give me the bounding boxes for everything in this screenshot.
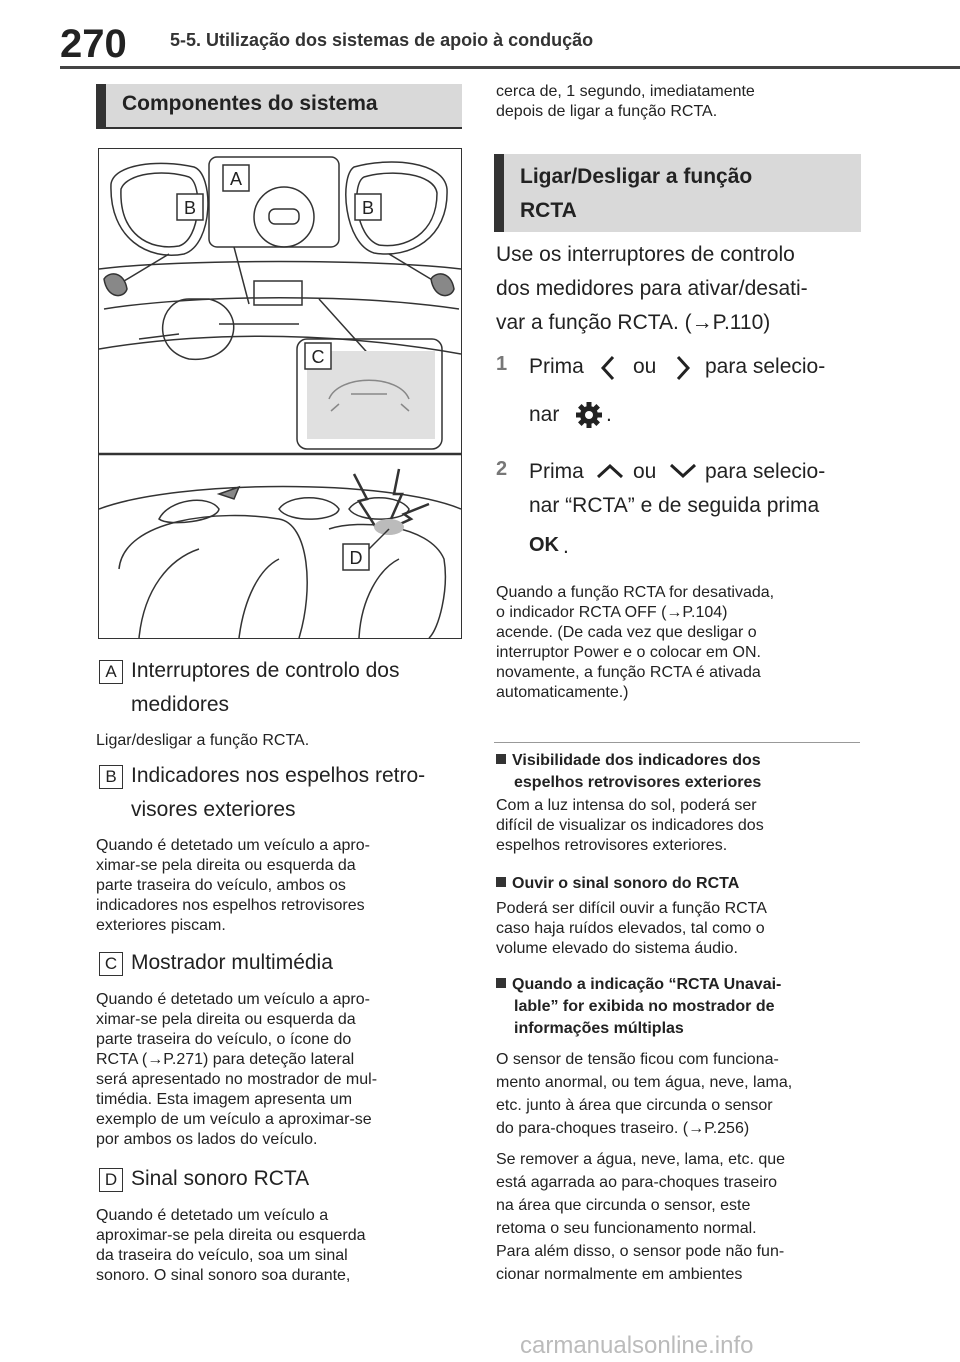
step-1-period: . <box>606 403 612 426</box>
rcta-off-note: Quando a função RCTA for desativada, o i… <box>496 584 775 701</box>
step-2-text-nar: nar “RCTA” e de seguida prima <box>529 494 820 517</box>
page-number: 270 <box>60 22 127 66</box>
steering-switch-drawing <box>208 156 340 248</box>
note-visibility: Visibilidade dos indicadores dos espelho… <box>496 752 764 854</box>
svg-text:D: D <box>350 548 363 568</box>
watermark: carmanualsonline.info <box>520 1332 754 1359</box>
step-2-period: . <box>563 535 569 558</box>
rcta-intro: Use os interruptores de controlo dos med… <box>496 243 808 334</box>
item-a-title-line2: medidores <box>131 693 230 716</box>
chevron-down-icon <box>669 463 697 479</box>
svg-text:A: A <box>230 169 242 189</box>
step-2-text-select: para selecio- <box>705 460 826 483</box>
item-b-title-line1: Indicadores nos espelhos retro- <box>131 764 426 787</box>
note-rcta-unavailable: Quando a indicação “RCTA Unavai- lable” … <box>496 976 793 1283</box>
step-1-text-select: para selecio- <box>705 355 826 378</box>
square-bullet-icon <box>496 978 506 988</box>
item-d-body: Quando é detetado um veículo a aproximar… <box>96 1207 366 1284</box>
step-1-text-nar: nar <box>529 403 560 426</box>
item-a-badge: A <box>99 660 123 684</box>
section-heading-components: Componentes do sistema <box>96 84 462 128</box>
chevron-up-icon <box>596 463 624 479</box>
right-mirror-drawing <box>345 161 448 255</box>
components-figure: A B B C D <box>98 148 462 639</box>
svg-text:C: C <box>312 347 325 367</box>
section-heading-underline <box>96 127 462 129</box>
header-rule <box>60 66 960 69</box>
figure-label-a: A <box>222 164 250 192</box>
step-1-text-prima: Prima <box>529 355 584 378</box>
item-c-badge: C <box>99 952 123 976</box>
note-hearing-signal: Ouvir o sinal sonoro do RCTA Poderá ser … <box>496 875 767 957</box>
multimedia-display-drawing <box>296 338 443 450</box>
figure-label-b-left: B <box>176 193 204 221</box>
continuation-text: cerca de, 1 segundo, imediatamente depoi… <box>496 83 755 120</box>
square-bullet-icon <box>496 754 506 764</box>
item-b-badge: B <box>99 765 123 789</box>
section-heading-rcta: Ligar/Desligar a função RCTA <box>494 154 861 232</box>
chevron-right-icon <box>676 355 691 381</box>
chevron-left-icon <box>600 355 615 381</box>
figure-label-d: D <box>342 543 370 571</box>
item-d-title: Sinal sonoro RCTA <box>131 1167 310 1190</box>
notes-divider <box>494 742 860 743</box>
item-b-body: Quando é detetado um veículo a apro- xim… <box>96 837 370 934</box>
step-1-number: 1 <box>496 353 508 375</box>
item-b-title-line2: visores exteriores <box>131 798 296 821</box>
step-1-text-or: ou <box>633 355 657 378</box>
ok-button-icon: OK <box>529 534 559 556</box>
gear-icon <box>576 402 602 428</box>
item-a-body: Ligar/desligar a função RCTA. <box>96 732 310 749</box>
step-2-text-or: ou <box>633 460 657 483</box>
figure-label-b-right: B <box>354 193 382 221</box>
running-title: 5-5. Utilização dos sistemas de apoio à … <box>170 30 594 50</box>
figure-label-c: C <box>304 342 332 370</box>
item-d-badge: D <box>99 1168 123 1192</box>
square-bullet-icon <box>496 877 506 887</box>
step-2-text-prima: Prima <box>529 460 584 483</box>
left-mirror-drawing <box>110 162 209 256</box>
svg-text:B: B <box>184 198 196 218</box>
item-a-title-line1: Interruptores de controlo dos <box>131 659 400 682</box>
item-c-title: Mostrador multimédia <box>131 951 333 974</box>
step-2-number: 2 <box>496 458 508 480</box>
svg-text:B: B <box>362 198 374 218</box>
item-c-body: Quando é detetado um veículo a apro- xim… <box>96 991 378 1148</box>
car-interior-illustration: A B B C D <box>98 156 462 639</box>
